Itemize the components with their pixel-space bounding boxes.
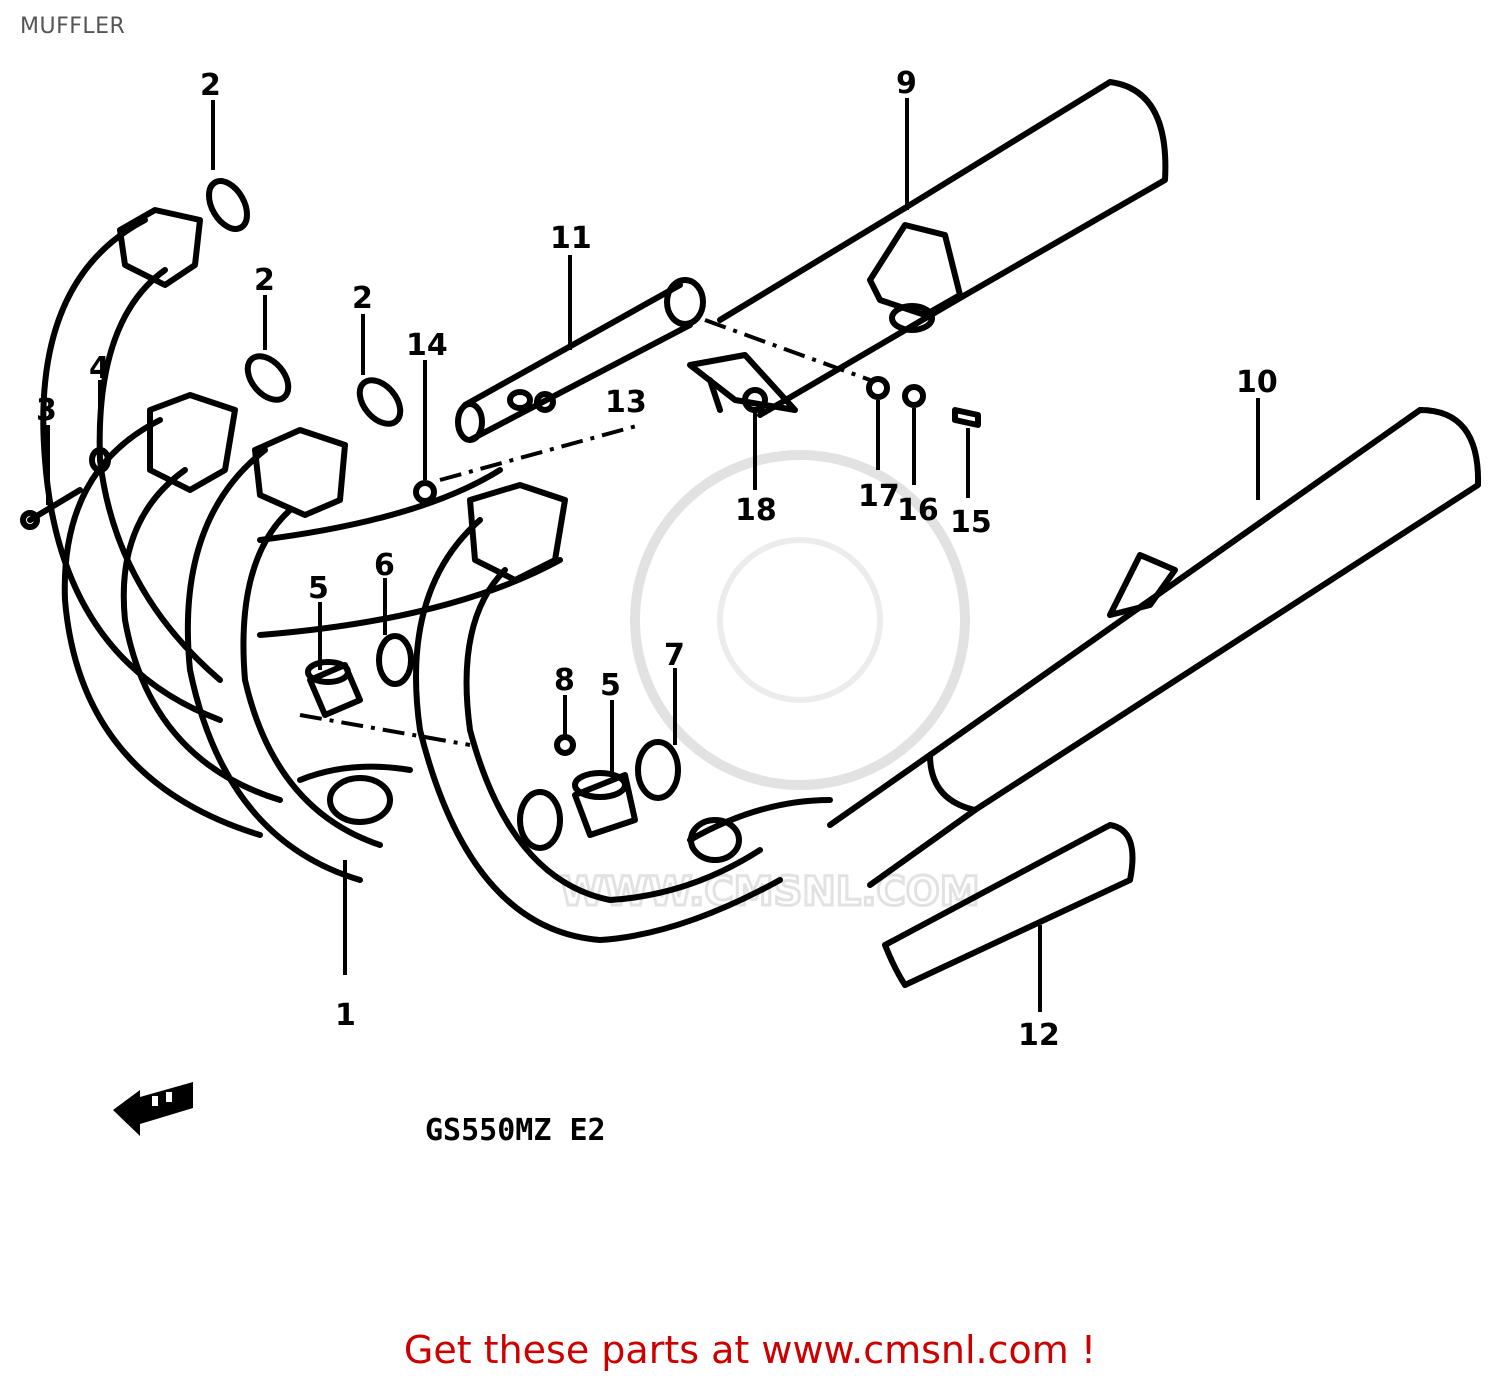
front-arrow-icon xyxy=(113,1082,193,1136)
callout-15: 15 xyxy=(950,505,992,540)
callout-4: 4 xyxy=(89,351,110,386)
watermark-text: WWW.CMSNL.COM xyxy=(560,869,980,915)
callout-2: 2 xyxy=(352,281,373,316)
callout-9: 9 xyxy=(896,66,917,101)
callout-10: 10 xyxy=(1236,365,1278,400)
callout-13: 13 xyxy=(605,385,647,420)
callout-5: 5 xyxy=(600,668,621,703)
callout-12: 12 xyxy=(1018,1018,1060,1053)
part-12-protector xyxy=(882,822,1136,988)
page-title: MUFFLER xyxy=(20,14,126,39)
callout-8: 8 xyxy=(554,663,575,698)
callout-5: 5 xyxy=(308,571,329,606)
part-10-muffler-lower xyxy=(687,407,1482,888)
part-7-clamp xyxy=(635,739,742,863)
callout-11: 11 xyxy=(550,221,592,256)
callout-18: 18 xyxy=(735,493,777,528)
footer-link[interactable]: Get these parts at www.cmsnl.com ! xyxy=(403,1328,1097,1372)
callout-2: 2 xyxy=(254,263,275,298)
callout-numbers: 2 2 2 3 4 5 5 6 7 8 9 10 11 12 13 14 15 … xyxy=(36,66,1278,1053)
model-label: GS550MZ E2 xyxy=(425,1113,606,1148)
leader-lines xyxy=(46,98,1260,1012)
part-1-exhaust-pipe-set xyxy=(40,207,783,943)
small-fasteners xyxy=(413,376,981,756)
watermark: WWW.CMSNL.COM xyxy=(559,450,981,917)
part-3-bolt xyxy=(20,487,83,530)
part-2-gaskets xyxy=(206,178,404,427)
callout-1: 1 xyxy=(335,998,356,1033)
part-5-connectors xyxy=(305,659,638,838)
callout-3: 3 xyxy=(36,393,57,428)
callout-16: 16 xyxy=(897,493,939,528)
part-9-muffler-upper xyxy=(717,79,1169,418)
callout-17: 17 xyxy=(858,479,900,514)
callout-14: 14 xyxy=(406,328,448,363)
assembly-lines xyxy=(299,318,871,747)
callout-2: 2 xyxy=(200,68,221,103)
part-13-bracket xyxy=(687,352,798,413)
callout-7: 7 xyxy=(664,638,685,673)
part-6-clamp xyxy=(376,633,414,687)
callout-6: 6 xyxy=(374,548,395,583)
part-11-balance-tube xyxy=(455,277,706,443)
